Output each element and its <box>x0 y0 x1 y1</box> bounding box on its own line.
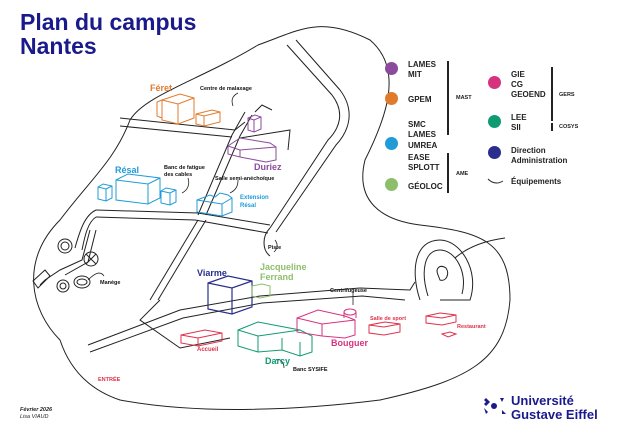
ame-bracket <box>447 153 449 193</box>
university-logo-icon <box>484 398 506 414</box>
legend-item-lames-mit: LAMES MIT <box>408 60 436 80</box>
legend-text: UMREA <box>408 141 438 150</box>
logo-line2: Gustave Eiffel <box>511 407 598 422</box>
legend-text: GIE <box>511 70 525 79</box>
legend-item-direction: Direction Administration <box>511 146 567 166</box>
label-jacqueline-ferrand: Jacqueline Ferrand <box>260 262 307 282</box>
label-duriez: Duriez <box>254 162 282 172</box>
equip-banc-fatigue: Banc de fatigue des cables <box>164 165 205 179</box>
legend-item-geoloc: GÉOLOC <box>408 182 443 192</box>
university-logo: Université Gustave Eiffel <box>511 394 598 422</box>
legend-item-gpem: GPEM <box>408 95 432 105</box>
building-accueil <box>180 329 223 347</box>
label-feret: Féret <box>150 83 173 93</box>
legend-text: EASE <box>408 153 430 162</box>
group-gers: GERS <box>559 92 575 98</box>
label-extension-resal: Extension Résal <box>240 194 269 210</box>
legend-text: LEE <box>511 113 527 122</box>
building-jacqueline-ferrand <box>251 283 271 299</box>
legend-text: MIT <box>408 70 422 79</box>
label-accueil: Accueil <box>197 347 219 353</box>
legend-text: CG <box>511 80 523 89</box>
credit-author: Lisa VIAUD <box>20 414 49 420</box>
label-restaurant: Restaurant <box>457 324 486 330</box>
roads <box>74 39 506 353</box>
legend-dot-pink <box>488 76 501 89</box>
equip-manege: Manège <box>100 280 121 286</box>
label-extension-resal-line1: Extension <box>240 195 269 201</box>
building-duriez <box>227 114 277 163</box>
legend-text: SPLOTT <box>408 163 440 172</box>
building-feret <box>156 93 221 127</box>
equip-banc-fatigue-line2: des cables <box>164 172 193 178</box>
legend-text: Direction <box>511 146 546 155</box>
label-darcy: Darcy <box>265 356 291 366</box>
label-bouguer: Bouguer <box>331 338 368 348</box>
mast-bracket <box>447 61 449 135</box>
label-resal: Résal <box>115 165 140 175</box>
building-bouguer <box>296 308 357 339</box>
label-entree: ENTRÉE <box>98 377 121 383</box>
title-line-2: Nantes <box>20 33 97 59</box>
group-cosys: COSYS <box>559 124 579 130</box>
legend-text: LAMES <box>408 130 436 139</box>
label-jf-line1: Jacqueline <box>260 262 307 272</box>
credit-date: Février 2026 <box>20 407 53 413</box>
title-line-1: Plan du campus <box>20 9 197 35</box>
equip-centre-malaxage: Centre de malaxage <box>200 86 252 92</box>
building-salle-sport <box>368 321 401 336</box>
legend-text: Administration <box>511 156 568 165</box>
legend-text: LAMES <box>408 60 436 69</box>
group-ame: AME <box>456 171 469 177</box>
legend-item-smc-lames: SMC LAMES <box>408 120 436 140</box>
legend-item-gie-cg-geoend: GIE CG GEOEND <box>511 70 546 100</box>
equip-salle-semi: Salle semi-anéchoïque <box>215 176 275 182</box>
legend-dot-blue <box>385 137 398 150</box>
campus-boundary <box>33 26 511 410</box>
legend-dot-navy <box>488 146 501 159</box>
page-title: Plan du campus Nantes <box>20 10 196 58</box>
building-darcy <box>237 321 313 357</box>
equip-centrifugeuse: Centrifugeuse <box>330 288 367 294</box>
legend-item-ease-splott: EASE SPLOTT <box>408 153 440 173</box>
manege-area <box>32 229 99 293</box>
building-restaurant <box>425 312 458 338</box>
credit: Février 2026 Lisa VIAUD <box>20 407 52 421</box>
equipment-arrows <box>87 92 354 369</box>
legend-dot-orange <box>385 92 398 105</box>
equipment-arrow-icon <box>487 178 504 184</box>
label-extension-resal-line2: Résal <box>240 203 257 209</box>
building-viarme <box>207 275 253 315</box>
equip-banc-fatigue-line1: Banc de fatigue <box>164 165 205 171</box>
logo-line1: Université <box>511 393 574 408</box>
legend-dot-green <box>385 178 398 191</box>
equip-piste: Piste <box>268 245 282 251</box>
legend-text: GPEM <box>408 95 432 104</box>
legend-item-umrea: UMREA <box>408 141 437 151</box>
legend-dot-purple <box>385 62 398 75</box>
group-mast: MAST <box>456 95 472 101</box>
equip-banc-sysife: Banc SYSIFE <box>293 367 328 373</box>
gers-bracket <box>551 67 553 121</box>
legend-text: GEOEND <box>511 90 546 99</box>
legend-text: GÉOLOC <box>408 182 443 191</box>
legend-item-lee-sii: LEE SII <box>511 113 527 133</box>
legend-item-equipements: Équipements <box>511 177 562 186</box>
legend-text: SMC <box>408 120 426 129</box>
cosys-bracket <box>551 123 553 131</box>
building-resal <box>97 173 233 217</box>
label-viarme: Viarme <box>197 268 227 278</box>
label-salle-sport: Salle de sport <box>370 316 407 322</box>
label-jf-line2: Ferrand <box>260 272 294 282</box>
legend-dot-teal <box>488 115 501 128</box>
legend-text: SII <box>511 123 521 132</box>
